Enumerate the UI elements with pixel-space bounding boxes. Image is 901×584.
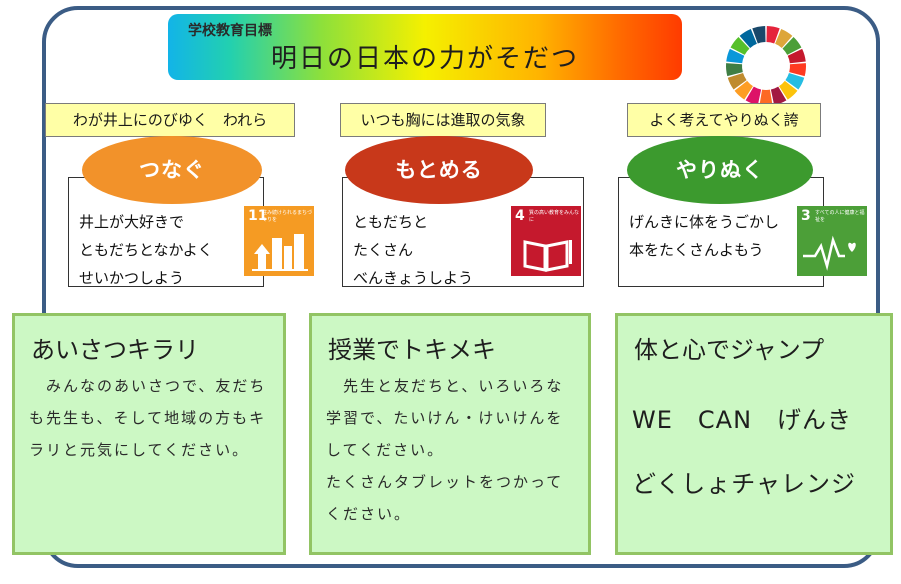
motto-3: よく考えてやりぬく誇	[627, 103, 821, 137]
sdg-caption: 質の高い教育をみんなに	[529, 210, 580, 223]
sdg-number: 4	[515, 208, 525, 224]
heartbeat-icon	[803, 235, 856, 271]
sdg-caption: 住み続けられるまちづくりを	[262, 210, 313, 223]
sdg-number: 3	[801, 208, 811, 224]
sdg-wheel-segment	[789, 63, 806, 77]
sdg-wheel-segment	[785, 73, 805, 90]
focus-box-title: 体と心でジャンプ	[634, 336, 825, 364]
goal-card-3: げんきに体をうごかし 本をたくさんよもう	[618, 177, 824, 287]
city-icon	[252, 234, 308, 271]
sdg-wheel-segment	[726, 48, 745, 64]
motto-2: いつも胸には進取の気象	[340, 103, 546, 137]
sdg-wheel-segment	[752, 26, 766, 44]
sdg-wheel-segment	[734, 80, 753, 100]
focus-box-2: 授業でトキメキ 先生と友だちと、いろいろな学習で、たいけん・けいけんをしてくださ…	[309, 313, 591, 555]
sdg-wheel-segment	[727, 73, 747, 90]
focus-box-line: どくしょチャレンジ	[632, 470, 857, 498]
sdg-3-tile: 3 すべての人に健康と福祉を	[797, 206, 867, 276]
focus-box-body: 先生と友だちと、いろいろな学習で、たいけん・けいけんをしてください。 たくさんタ…	[326, 377, 564, 523]
goal-card-text: 井上が大好きで ともだちとなかよく せいかつしよう	[79, 213, 213, 287]
sdg-wheel-segment	[739, 28, 757, 48]
sdg-wheel-segment	[759, 89, 773, 106]
sdg-4-tile: 4 質の高い教育をみんなに	[511, 206, 581, 276]
sdg-number: 11	[248, 208, 268, 224]
focus-box-line: WE CAN げんき	[632, 406, 853, 434]
sdg-wheel-segment	[775, 28, 793, 48]
sdg-wheel-segment	[770, 86, 787, 106]
school-goal-banner: 学校教育目標 明日の日本の力がそだつ	[168, 14, 682, 80]
oval-tsunagu: つなぐ	[82, 136, 262, 204]
banner-subtitle: 学校教育目標	[188, 23, 272, 39]
sdg-wheel-segment	[779, 80, 798, 100]
sdg-caption: すべての人に健康と福祉を	[815, 210, 865, 223]
sdg-wheel-segment	[787, 48, 806, 64]
book-icon	[523, 240, 572, 272]
focus-box-1: あいさつキラリ みんなのあいさつで、友だちも先生も、そして地域の方もキラリと元気…	[12, 313, 286, 555]
sdg-wheel-segment	[726, 63, 743, 77]
sdg-wheel-segment	[766, 26, 780, 44]
focus-box-3: 体と心でジャンプ WE CAN げんき どくしょチャレンジ	[615, 313, 893, 555]
focus-box-title: 授業でトキメキ	[328, 336, 496, 364]
banner-title: 明日の日本の力がそだつ	[270, 44, 579, 74]
sdgs-wheel-icon	[726, 26, 806, 106]
sdg-11-tile: 11 住み続けられるまちづくりを	[244, 206, 314, 276]
focus-box-body: みんなのあいさつで、友だちも先生も、そして地域の方もキラリと元気にしてください。	[29, 377, 267, 459]
sdg-wheel-segment	[745, 86, 762, 106]
sdg-wheel-segment	[730, 36, 750, 55]
sdg-wheel-segment	[782, 36, 802, 55]
goal-card-text: げんきに体をうごかし 本をたくさんよもう	[629, 213, 780, 259]
oval-yarinuku: やりぬく	[627, 136, 813, 204]
oval-motomeru: もとめる	[345, 136, 533, 204]
focus-box-title: あいさつキラリ	[31, 336, 199, 364]
goal-card-text: ともだちと たくさん べんきょうしよう	[353, 213, 474, 287]
motto-1: わが井上にのびゆく われら	[45, 103, 295, 137]
